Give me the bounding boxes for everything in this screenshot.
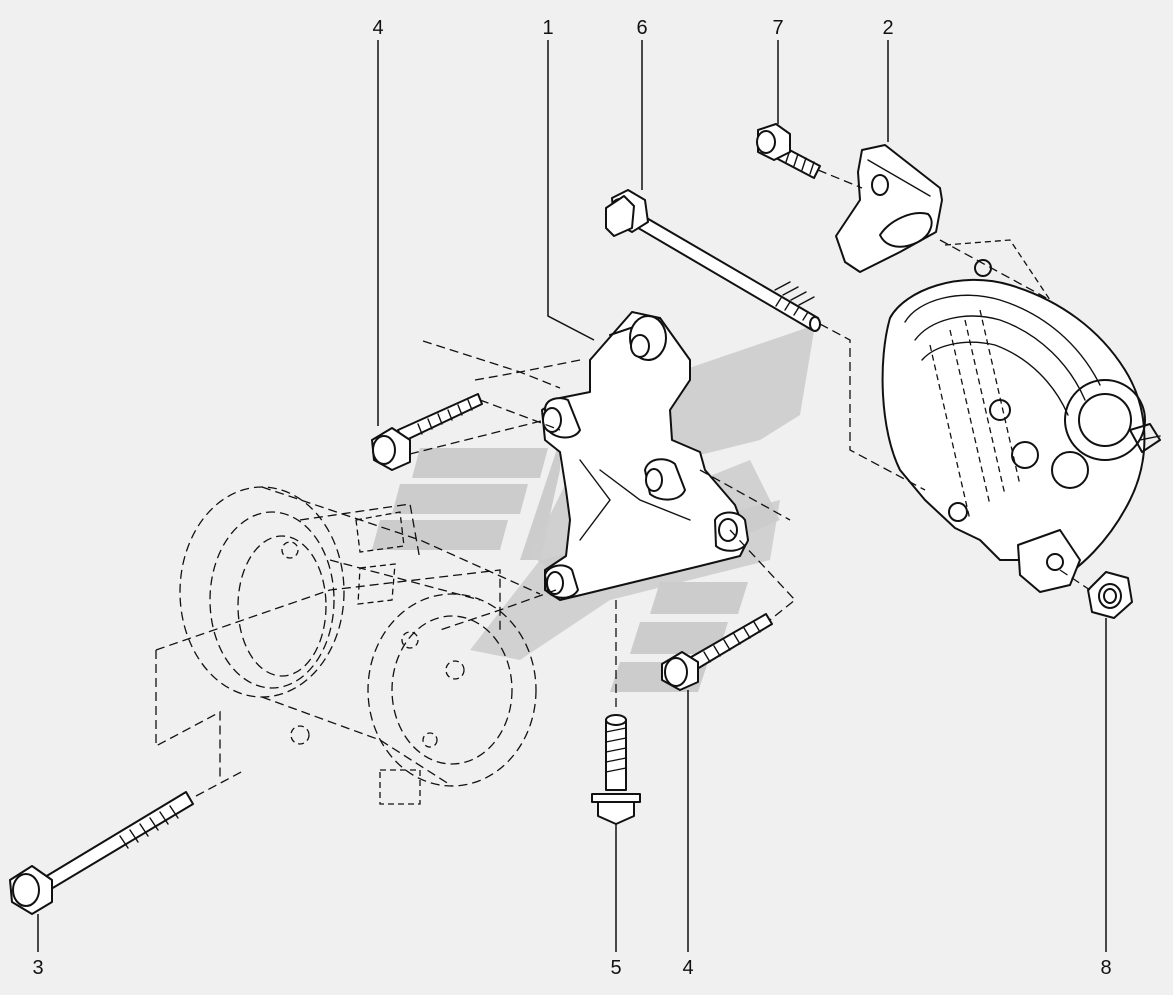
callout-4-bottom: 4 [682,957,693,979]
long-bolt [9,791,194,915]
callout-8: 8 [1100,957,1111,979]
callout-3: 3 [32,957,43,979]
callout-labels: 4 1 6 7 2 3 5 4 8 [32,17,1111,979]
compressor-phantom [155,486,541,805]
alignment-lines [195,169,1091,797]
callout-7: 7 [772,17,783,39]
flange-bolt-lower [661,613,773,691]
callout-5: 5 [610,957,621,979]
callout-2: 2 [882,17,893,39]
mounting-bracket [541,311,749,601]
adjusting-strap-bracket [835,144,943,273]
callout-6: 6 [636,17,647,39]
callout-4-top: 4 [372,17,383,39]
flange-bolt-upper [371,393,483,471]
vertical-bolt [591,714,641,825]
through-bolt [605,189,821,332]
short-bolt [756,123,821,179]
alternator [881,239,1161,593]
leader-lines [37,40,1107,952]
callout-1: 1 [542,17,553,39]
hex-nut [1087,571,1133,619]
